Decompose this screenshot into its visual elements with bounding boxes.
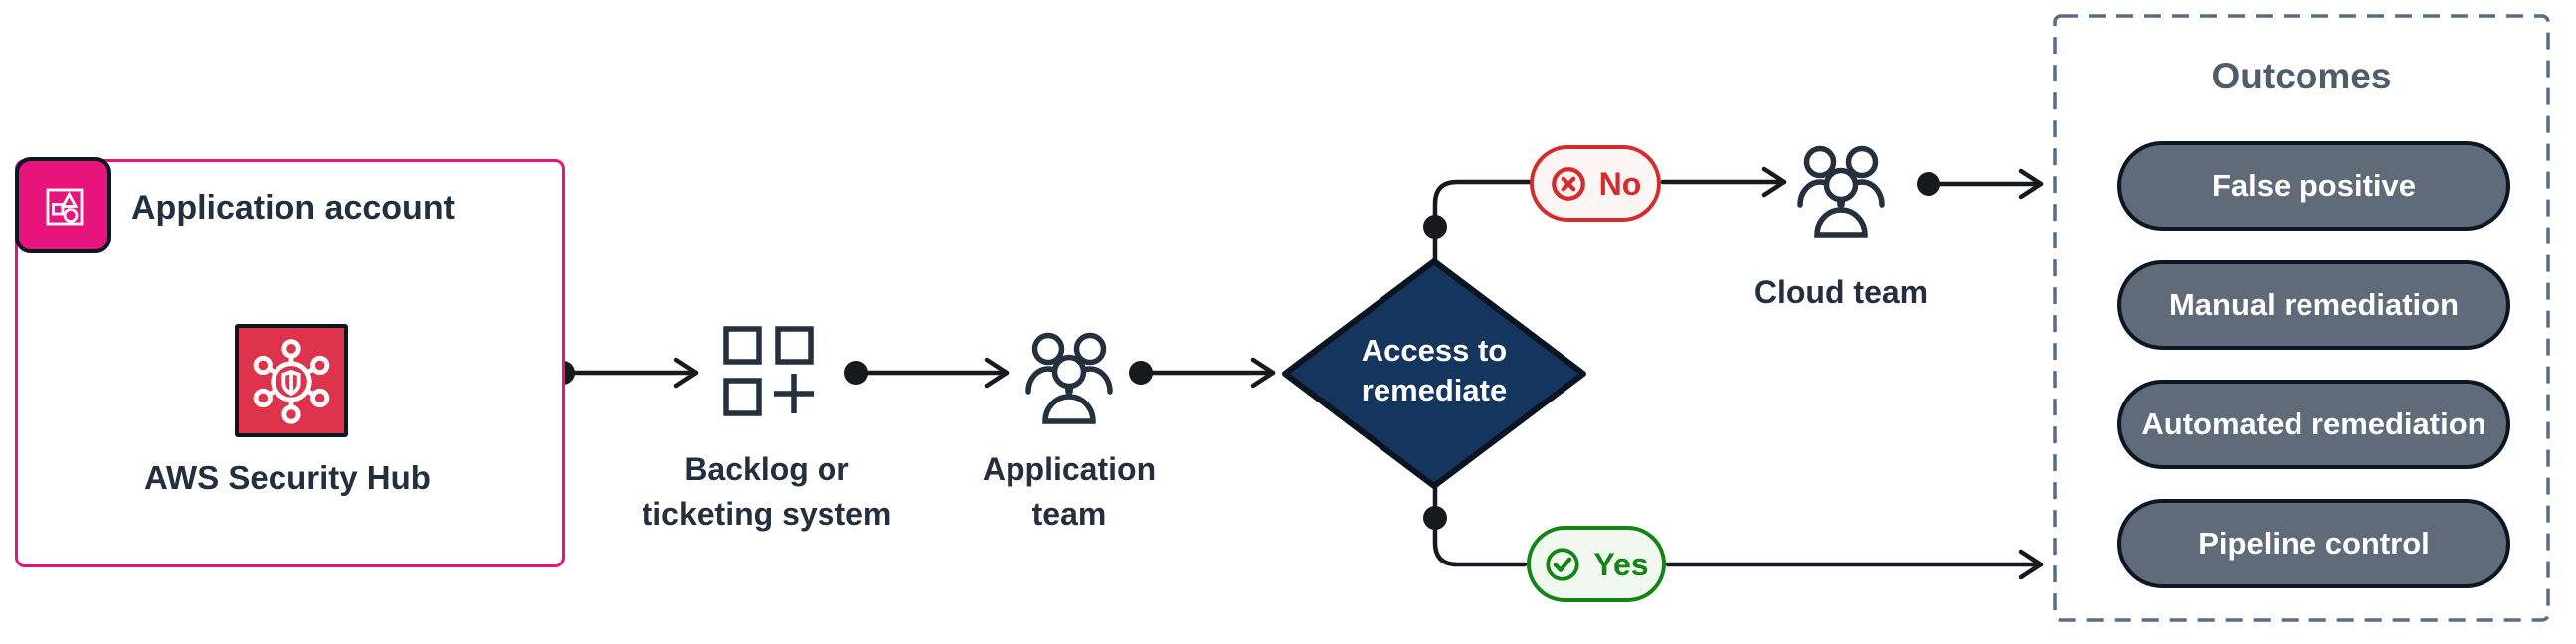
decision-label: Access to remediate [1361, 333, 1508, 407]
dot-no-elbow [1423, 215, 1447, 239]
aws-security-hub-icon [235, 324, 348, 437]
application-team-icon [1025, 332, 1113, 424]
line-no-dot-to-pill [1432, 179, 1533, 230]
circled-x-icon [1551, 166, 1585, 201]
outcomes-panel-border [2053, 14, 2550, 622]
outcome-pill-manual-remediation: Manual remediation [2117, 260, 2510, 350]
yes-branch-pill: Yes [1527, 526, 1666, 602]
application-account-badge [15, 157, 111, 253]
dot-cloud-exit [1917, 172, 1940, 196]
line-yes-dot-to-pill [1432, 515, 1528, 567]
outcomes-title: Outcomes [2211, 56, 2392, 96]
outcome-pill-false-positive: False positive [2117, 141, 2510, 231]
application-account-title: Application account [131, 189, 455, 227]
dot-team-exit [1129, 361, 1153, 385]
decision-diamond [1282, 258, 1586, 489]
cloud-team-icon [1797, 145, 1885, 238]
flow-arrows [560, 166, 2044, 580]
dot-yes-elbow [1423, 506, 1447, 530]
account-shapes-icon [46, 188, 83, 225]
circled-check-icon [1546, 547, 1580, 581]
dot-backlog-exit [844, 361, 868, 385]
backlog-ticketing-icon [723, 326, 814, 416]
yes-branch-label: Yes [1593, 546, 1649, 582]
cloud-team-label: Cloud team [1753, 274, 1929, 310]
outcome-pill-pipeline-control: Pipeline control [2117, 499, 2510, 588]
aws-security-hub-label: AWS Security Hub [144, 459, 431, 496]
application-team-label: Application team [982, 451, 1157, 532]
security-hub-glyph [253, 339, 330, 424]
no-branch-pill: No [1530, 145, 1661, 222]
no-branch-label: No [1598, 165, 1642, 202]
backlog-ticketing-label: Backlog or ticketing system [642, 451, 892, 532]
outcome-pill-automated-remediation: Automated remediation [2117, 380, 2510, 469]
